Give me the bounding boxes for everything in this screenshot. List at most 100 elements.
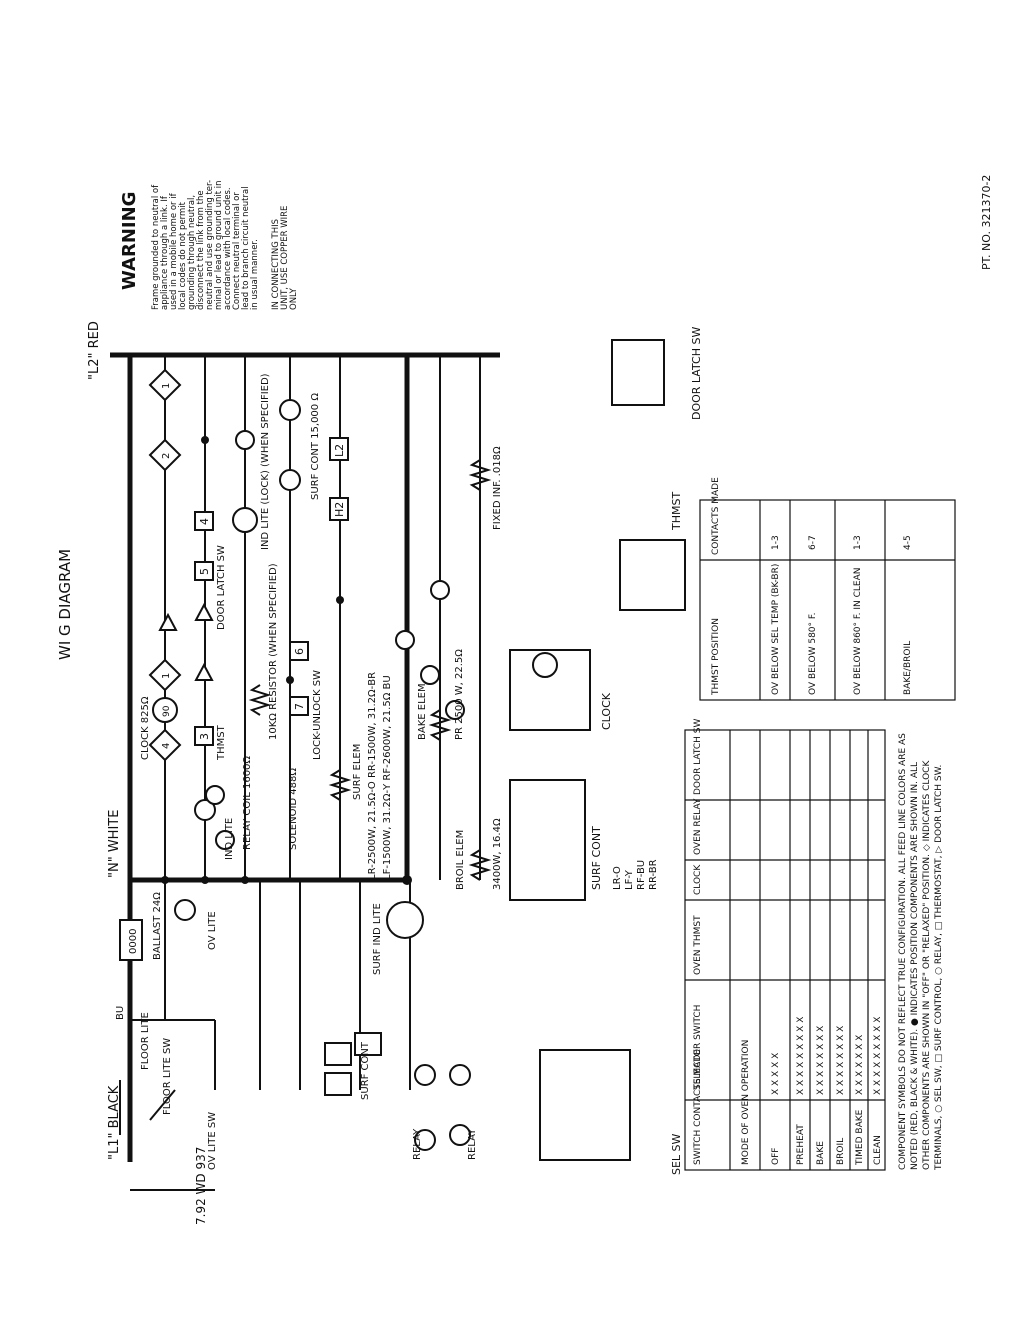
svg-text:SWITCH CONTACTS MADE: SWITCH CONTACTS MADE: [693, 1049, 703, 1165]
schematic-labels: FLOOR LITE BU FLOOR LITE SW OV LITE SW B…: [115, 373, 503, 1170]
svg-text:4: 4: [161, 743, 172, 749]
svg-text:THMST POSITION: THMST POSITION: [711, 618, 721, 696]
svg-text:7: 7: [293, 703, 306, 710]
svg-text:LF-Y: LF-Y: [624, 869, 635, 890]
svg-text:TIMED BAKE: TIMED BAKE: [855, 1109, 865, 1166]
clock-symbols: 4 90 1 2 1: [148, 368, 182, 762]
svg-text:CLEAN: CLEAN: [873, 1135, 883, 1165]
svg-text:SURF IND LITE: SURF IND LITE: [372, 903, 383, 975]
svg-text:PREHEAT: PREHEAT: [796, 1124, 806, 1165]
svg-text:1-3: 1-3: [771, 535, 781, 550]
svg-text:X X X X X X X X: X X X X X X X X: [816, 1026, 826, 1095]
svg-text:RELAY: RELAY: [412, 1128, 423, 1160]
svg-text:SURF CONT: SURF CONT: [360, 1041, 371, 1100]
page-id: 7.92 WD 937: [194, 1147, 208, 1225]
footnote: COMPONENT SYMBOLS DO NOT REFLECT TRUE CO…: [898, 733, 944, 1171]
svg-text:X X X X X X X X X: X X X X X X X X X: [873, 1017, 883, 1095]
svg-text:IND LITE (LOCK) (WHEN SPECIFIE: IND LITE (LOCK) (WHEN SPECIFIED): [260, 373, 271, 550]
svg-text:TERMINALS, ○ SEL SW, □ SURF CO: TERMINALS, ○ SEL SW, □ SURF CONTROL, ○ R…: [934, 765, 944, 1171]
svg-text:used in a mobile home or if: used in a mobile home or if: [169, 192, 179, 310]
resistors: [248, 459, 492, 881]
svg-text:90: 90: [162, 705, 172, 717]
svg-text:X X X X X X X X X: X X X X X X X X X: [796, 1017, 806, 1095]
svg-text:LOCK-UNLOCK SW: LOCK-UNLOCK SW: [312, 670, 323, 760]
component-blocks: SEL SW SURF CONT LR-O LF-Y RF-BU RR-BR C…: [509, 327, 703, 1175]
svg-text:PR 2500 W, 22.5Ω: PR 2500 W, 22.5Ω: [454, 649, 465, 740]
svg-text:accordance with local codes.: accordance with local codes.: [223, 187, 233, 310]
thmst-block-label: THMST: [670, 492, 683, 531]
svg-text:BROIL: BROIL: [836, 1138, 846, 1165]
svg-text:local codes do not permit: local codes do not permit: [178, 201, 188, 310]
svg-text:disconnect the link from the: disconnect the link from the: [196, 190, 206, 310]
svg-text:ONLY: ONLY: [289, 287, 299, 310]
surf-cont-block-label: SURF CONT: [590, 826, 603, 890]
svg-text:L2: L2: [333, 444, 346, 457]
svg-text:NOTED (RED, BLACK & WHITE). ●: NOTED (RED, BLACK & WHITE). ● INDICATES …: [910, 762, 920, 1170]
svg-text:LF-1500W, 31.2Ω-Y RF-2600W,: LF-1500W, 31.2Ω-Y RF-2600W, 21.5Ω BU: [382, 675, 393, 880]
svg-text:MODE OF OVEN OPERATION: MODE OF OVEN OPERATION: [741, 1040, 751, 1165]
svg-text:SELECTOR SWITCH: SELECTOR SWITCH: [693, 1005, 703, 1090]
clock-block-label: CLOCK: [600, 692, 613, 730]
svg-text:RR-BR: RR-BR: [648, 859, 659, 890]
svg-text:BAKE ELEM: BAKE ELEM: [417, 683, 428, 740]
svg-text:BALLAST 24Ω: BALLAST 24Ω: [152, 892, 163, 960]
door-latch-block-label: DOOR LATCH SW: [690, 327, 703, 420]
svg-text:OVEN RELAY: OVEN RELAY: [693, 798, 703, 855]
svg-text:OV BELOW 860° F. IN CLEAN: OV BELOW 860° F. IN CLEAN: [853, 568, 863, 695]
svg-text:6-7: 6-7: [808, 535, 818, 550]
svg-text:1: 1: [161, 383, 172, 389]
warning-heading: WARNING: [119, 192, 140, 290]
svg-text:OV LITE SW: OV LITE SW: [207, 1112, 218, 1170]
svg-text:Frame grounded to neutral of: Frame grounded to neutral of: [151, 184, 161, 310]
svg-text:CLOCK 825Ω: CLOCK 825Ω: [140, 696, 151, 760]
svg-text:IND LITE: IND LITE: [224, 818, 235, 860]
lamp-circles: [194, 399, 465, 850]
svg-text:Connect neutral terminal or: Connect neutral terminal or: [232, 192, 242, 310]
svg-text:2: 2: [161, 453, 172, 459]
svg-text:RELAY COIL 1600Ω: RELAY COIL 1600Ω: [242, 756, 253, 850]
svg-text:RELAY: RELAY: [467, 1128, 478, 1160]
part-number: PT. NO. 321370-2: [980, 175, 993, 270]
warning-block: WARNING Frame grounded to neutral of app…: [119, 180, 299, 310]
svg-text:OV BELOW 580° F.: OV BELOW 580° F.: [808, 613, 818, 695]
svg-text:4-5: 4-5: [903, 535, 913, 550]
svg-text:1-3: 1-3: [853, 535, 863, 550]
svg-text:DOOR LATCH SW: DOOR LATCH SW: [693, 719, 703, 795]
svg-text:FLOOR LITE: FLOOR LITE: [140, 1012, 151, 1070]
svg-text:0000: 0000: [128, 929, 139, 954]
svg-text:X X X X X X X: X X X X X X X: [855, 1035, 865, 1095]
sel-sw-block-label: SEL SW: [670, 1133, 683, 1175]
svg-text:BAKE: BAKE: [816, 1141, 826, 1165]
svg-text:LR-2500W, 21.5Ω-O RR-1500W,: LR-2500W, 21.5Ω-O RR-1500W, 31.2Ω-BR: [367, 672, 378, 880]
svg-text:X X X X X X X X: X X X X X X X X: [836, 1026, 846, 1095]
bus-label-n: "N" WHITE: [107, 810, 122, 878]
svg-text:CLOCK: CLOCK: [693, 864, 703, 895]
svg-text:BROIL ELEM: BROIL ELEM: [455, 830, 466, 890]
svg-text:OVEN THMST: OVEN THMST: [693, 915, 703, 975]
svg-text:UNIT, USE COPPER WIRE: UNIT, USE COPPER WIRE: [280, 206, 290, 310]
svg-text:OTHER COMPONENTS ARE SHOWN IN: OTHER COMPONENTS ARE SHOWN IN "OFF" OR "…: [922, 760, 932, 1170]
svg-text:OV BELOW SEL TEMP (BK-BR): OV BELOW SEL TEMP (BK-BR): [771, 564, 781, 695]
diagram-title: WI G DIAGRAM: [56, 549, 74, 660]
door-latch-symbols: [158, 602, 214, 681]
svg-text:SOLENOID 488Ω: SOLENOID 488Ω: [288, 768, 299, 850]
svg-text:neutral and use grounding ter-: neutral and use grounding ter-: [205, 180, 215, 310]
svg-text:CONTACTS MADE: CONTACTS MADE: [711, 477, 721, 555]
bus-label-l1: "L1" BLACK: [107, 1085, 122, 1160]
svg-text:1: 1: [161, 673, 172, 679]
switch-table: SWITCH CONTACTS MADE SELECTOR SWITCH OVE…: [684, 477, 956, 1171]
svg-text:COMPONENT SYMBOLS DO NOT REFLE: COMPONENT SYMBOLS DO NOT REFLECT TRUE CO…: [898, 733, 908, 1170]
left-circuits: 0000: [119, 899, 471, 1151]
svg-text:grounding through neutral,: grounding through neutral,: [187, 195, 197, 310]
svg-text:10KΩ RESISTOR (WHEN SPECIFIED): 10KΩ RESISTOR (WHEN SPECIFIED): [268, 563, 279, 740]
svg-text:appliance through a link. If: appliance through a link. If: [160, 195, 170, 310]
svg-text:6: 6: [293, 648, 306, 655]
svg-text:3: 3: [198, 733, 211, 740]
svg-text:OV LITE: OV LITE: [207, 911, 218, 950]
svg-text:THMST: THMST: [216, 724, 227, 761]
thermostat-boxes: 3 5 4 7 6 L2 H2: [194, 437, 349, 746]
schematic-rotated: "L1" BLACK "N" WHITE "L2" RED WI G DIAGR…: [56, 175, 993, 1225]
svg-text:lead to branch circuit neutral: lead to branch circuit neutral: [241, 186, 251, 310]
svg-text:minal or lead to ground unit i: minal or lead to ground unit in: [214, 180, 224, 310]
